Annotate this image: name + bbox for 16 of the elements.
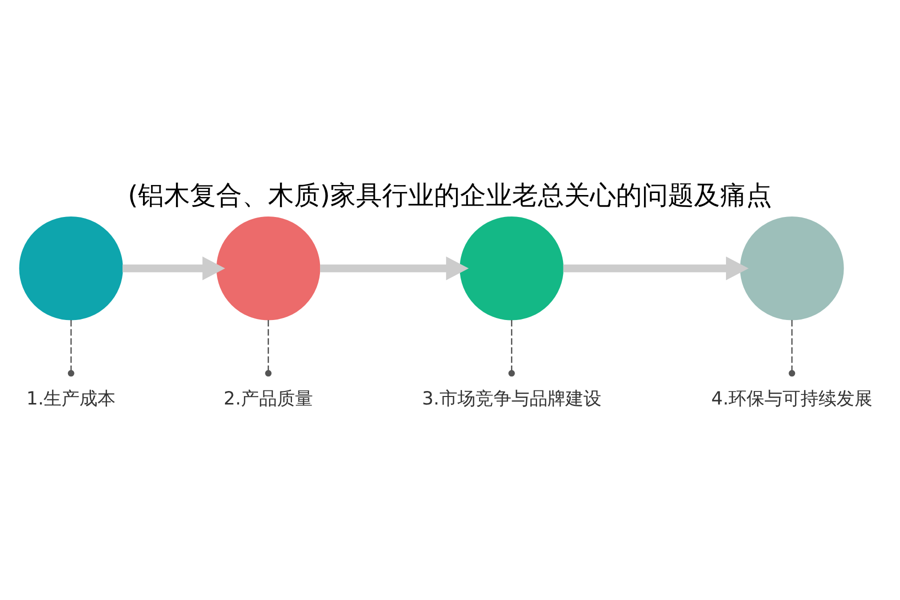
arrow xyxy=(122,256,226,280)
connector xyxy=(68,320,74,376)
diagram-title: (铝木复合、木质)家具行业的企业老总关心的问题及痛点 xyxy=(128,180,772,211)
connector xyxy=(508,320,515,376)
node-text: 4.环保与可持续发展 xyxy=(711,388,873,409)
node-text: 2.产品质量 xyxy=(224,388,313,409)
node-circle xyxy=(216,216,320,320)
arrow xyxy=(320,256,469,280)
connector xyxy=(265,320,272,376)
node-circle xyxy=(740,216,844,320)
connector xyxy=(788,320,796,376)
node-text: 1.生产成本 xyxy=(26,388,116,409)
arrow xyxy=(563,256,749,280)
node-circle xyxy=(19,216,123,320)
node-text: 3.市场竞争与品牌建设 xyxy=(422,388,602,409)
node-circle xyxy=(460,216,564,320)
